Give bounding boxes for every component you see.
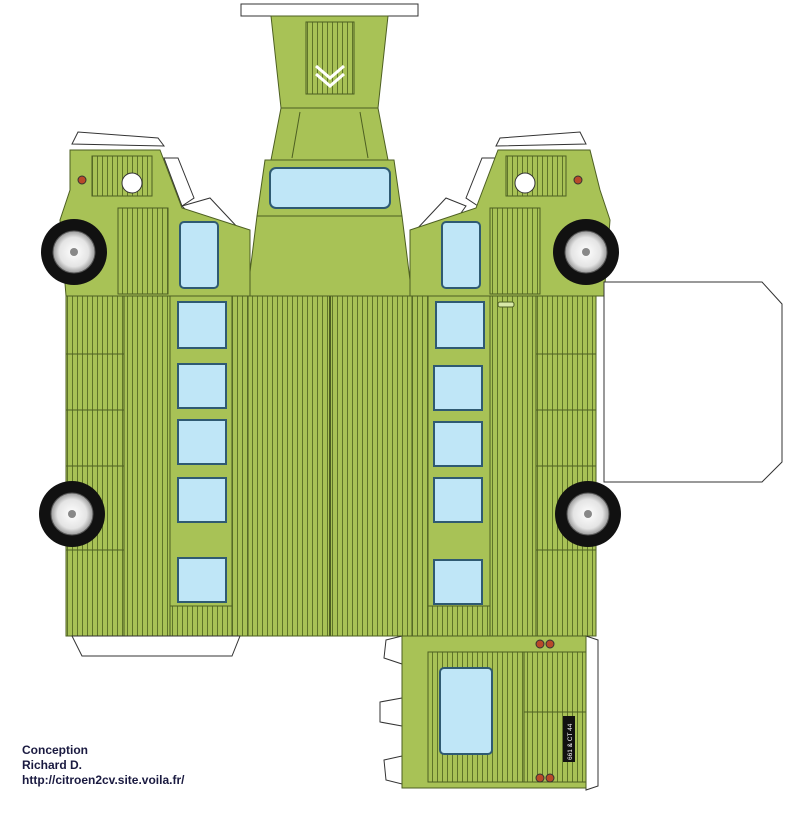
rear-window	[439, 667, 493, 755]
right-window-4	[433, 477, 483, 523]
right-rear-wheel	[555, 481, 621, 547]
glue-tab-right-side	[603, 281, 783, 483]
windshield	[269, 167, 391, 209]
left-front-wheel	[41, 219, 107, 285]
glue-tab-left-roof	[71, 131, 166, 147]
left-indicator-light	[77, 175, 87, 185]
left-cab-panel	[59, 131, 251, 297]
right-indicator-light	[573, 175, 583, 185]
right-window-1	[435, 301, 485, 349]
left-door-window	[179, 221, 219, 289]
chevron-logo-icon	[315, 64, 345, 88]
glue-tab-left-hood	[163, 157, 195, 207]
right-fuel-cap	[497, 301, 515, 308]
grille	[305, 21, 355, 95]
left-window-4	[177, 477, 227, 523]
glue-tab-right-roof	[495, 131, 587, 147]
glue-tab-rear-right	[585, 635, 599, 791]
credits: Conception Richard D. http://citroen2cv.…	[22, 743, 184, 788]
right-headlight	[514, 172, 536, 194]
license-plate	[563, 716, 575, 762]
roof-panel	[247, 295, 413, 637]
left-window-3	[177, 419, 227, 465]
right-window-3	[433, 421, 483, 467]
right-side-panel	[411, 295, 597, 637]
rear-panel: 661 & CT 44	[379, 635, 599, 791]
right-window-5	[433, 559, 483, 605]
rear-light-bottom-2	[545, 773, 555, 783]
right-window-2	[433, 365, 483, 411]
right-door-window	[441, 221, 481, 289]
rear-light-top-1	[535, 639, 545, 649]
left-window-1	[177, 301, 227, 349]
hood-panel	[240, 3, 419, 297]
left-headlight	[121, 172, 143, 194]
credits-url[interactable]: http://citroen2cv.site.voila.fr/	[22, 773, 185, 787]
license-plate-text: 661 & CT 44	[567, 723, 574, 760]
glue-tab-rear-low	[383, 755, 403, 785]
glue-tab-hood	[240, 3, 419, 17]
left-rear-wheel	[39, 481, 105, 547]
left-window-2	[177, 363, 227, 409]
left-side-panel	[65, 295, 249, 657]
glue-tab-rear-mid	[379, 697, 403, 727]
glue-tab-rear-top	[383, 635, 403, 665]
credits-author: Richard D.	[22, 758, 83, 772]
glue-tab-left-bottom	[71, 635, 241, 657]
left-window-5	[177, 557, 227, 603]
credits-title: Conception	[22, 743, 88, 757]
right-front-wheel	[553, 219, 619, 285]
rear-light-top-2	[545, 639, 555, 649]
rear-light-bottom-1	[535, 773, 545, 783]
